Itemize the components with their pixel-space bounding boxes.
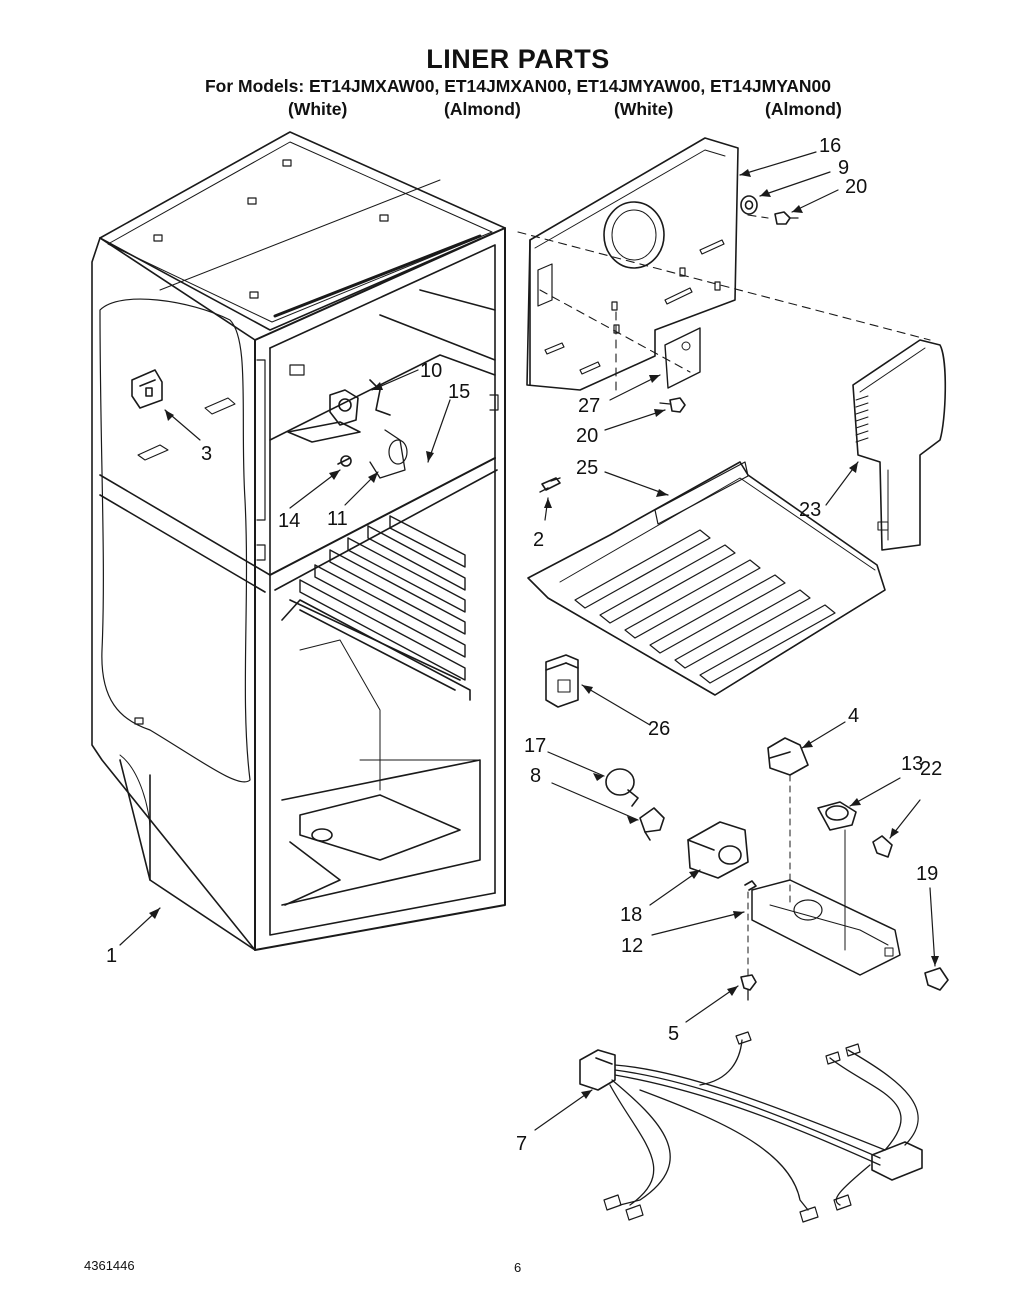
callout-10: 10 bbox=[420, 360, 442, 382]
callout-1: 1 bbox=[106, 945, 117, 967]
callout-16: 16 bbox=[819, 135, 841, 157]
bracket-and-screw bbox=[740, 880, 757, 1001]
control-housing bbox=[751, 737, 949, 991]
wire-harness bbox=[579, 1031, 923, 1223]
callout-18: 18 bbox=[620, 904, 642, 926]
callout-17: 17 bbox=[524, 735, 546, 757]
page-title: LINER PARTS bbox=[426, 44, 610, 74]
callout-2: 2 bbox=[533, 529, 544, 551]
variant-label: (Almond) bbox=[444, 99, 521, 119]
alignment-lines bbox=[517, 214, 931, 396]
callout-9: 9 bbox=[838, 157, 849, 179]
callout-8: 8 bbox=[530, 765, 541, 787]
page-number: 6 bbox=[514, 1260, 522, 1275]
document-number: 4361446 bbox=[84, 1258, 135, 1273]
liner-cabinet bbox=[91, 131, 506, 951]
callout-12: 12 bbox=[621, 935, 643, 957]
variant-label: (White) bbox=[614, 99, 674, 119]
grommet-and-screw bbox=[659, 195, 799, 413]
callout-5: 5 bbox=[668, 1023, 679, 1045]
fan-motor-assembly bbox=[287, 379, 408, 479]
air-duct bbox=[852, 339, 947, 551]
socket-bracket bbox=[131, 369, 236, 461]
callout-22: 22 bbox=[920, 758, 942, 780]
evaporator-tray bbox=[527, 461, 886, 696]
callout-labels: 1 2 3 4 5 7 8 9 10 11 12 13 14 15 16 17 … bbox=[106, 135, 942, 1155]
callout-20a: 20 bbox=[845, 176, 867, 198]
callout-23: 23 bbox=[799, 499, 821, 521]
callout-13: 13 bbox=[901, 753, 923, 775]
callout-19: 19 bbox=[916, 863, 938, 885]
callout-20b: 20 bbox=[576, 425, 598, 447]
callout-14: 14 bbox=[278, 510, 300, 532]
callout-11: 11 bbox=[327, 508, 348, 530]
models-line: For Models: ET14JMXAW00, ET14JMXAN00, ET… bbox=[204, 76, 832, 96]
arrow-heads bbox=[149, 169, 939, 1099]
variant-label: (White) bbox=[288, 99, 348, 119]
callout-4: 4 bbox=[848, 705, 859, 727]
callout-27: 27 bbox=[578, 395, 600, 417]
light-bulb-and-socket bbox=[605, 768, 665, 841]
evaporator-cover bbox=[526, 137, 739, 391]
push-pin bbox=[539, 477, 561, 493]
callout-25: 25 bbox=[576, 457, 598, 479]
callout-7: 7 bbox=[516, 1133, 527, 1155]
light-switch bbox=[545, 654, 579, 708]
callout-15: 15 bbox=[448, 381, 470, 403]
callout-3: 3 bbox=[201, 443, 212, 465]
leader-lines bbox=[119, 151, 936, 1131]
callout-26: 26 bbox=[648, 718, 670, 740]
light-shield bbox=[687, 821, 749, 879]
variant-label: (Almond) bbox=[765, 99, 842, 119]
